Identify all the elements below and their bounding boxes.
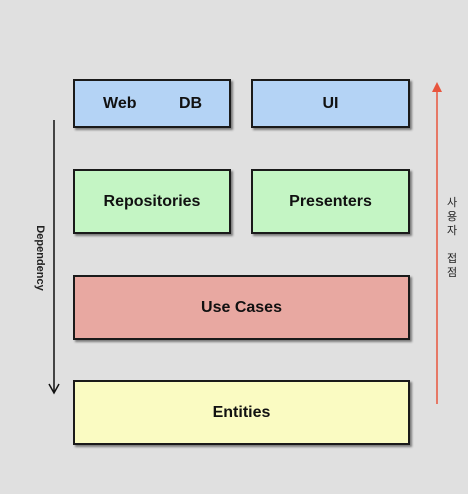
- entities-label: Entities: [212, 403, 271, 421]
- ui-box: UI: [251, 79, 410, 128]
- user-contact-arrow: [432, 82, 442, 404]
- dependency-label: Dependency: [34, 225, 46, 291]
- db-label: DB: [179, 94, 203, 112]
- presenters-box: Presenters: [251, 169, 410, 234]
- web-label: Web: [103, 94, 137, 112]
- user-contact-line1: 사용자: [446, 197, 458, 237]
- web-db-box: Web DB: [73, 79, 231, 128]
- entities-box: Entities: [73, 380, 410, 445]
- ui-label: UI: [322, 94, 339, 112]
- repositories-label: Repositories: [103, 192, 201, 210]
- user-contact-label: 사용자 접점: [446, 196, 458, 280]
- use-cases-box: Use Cases: [73, 275, 410, 340]
- repositories-box: Repositories: [73, 169, 231, 234]
- presenters-label: Presenters: [289, 192, 372, 210]
- user-contact-line2: 접점: [446, 253, 458, 279]
- use-cases-label: Use Cases: [201, 298, 282, 316]
- dependency-arrow: [48, 120, 60, 395]
